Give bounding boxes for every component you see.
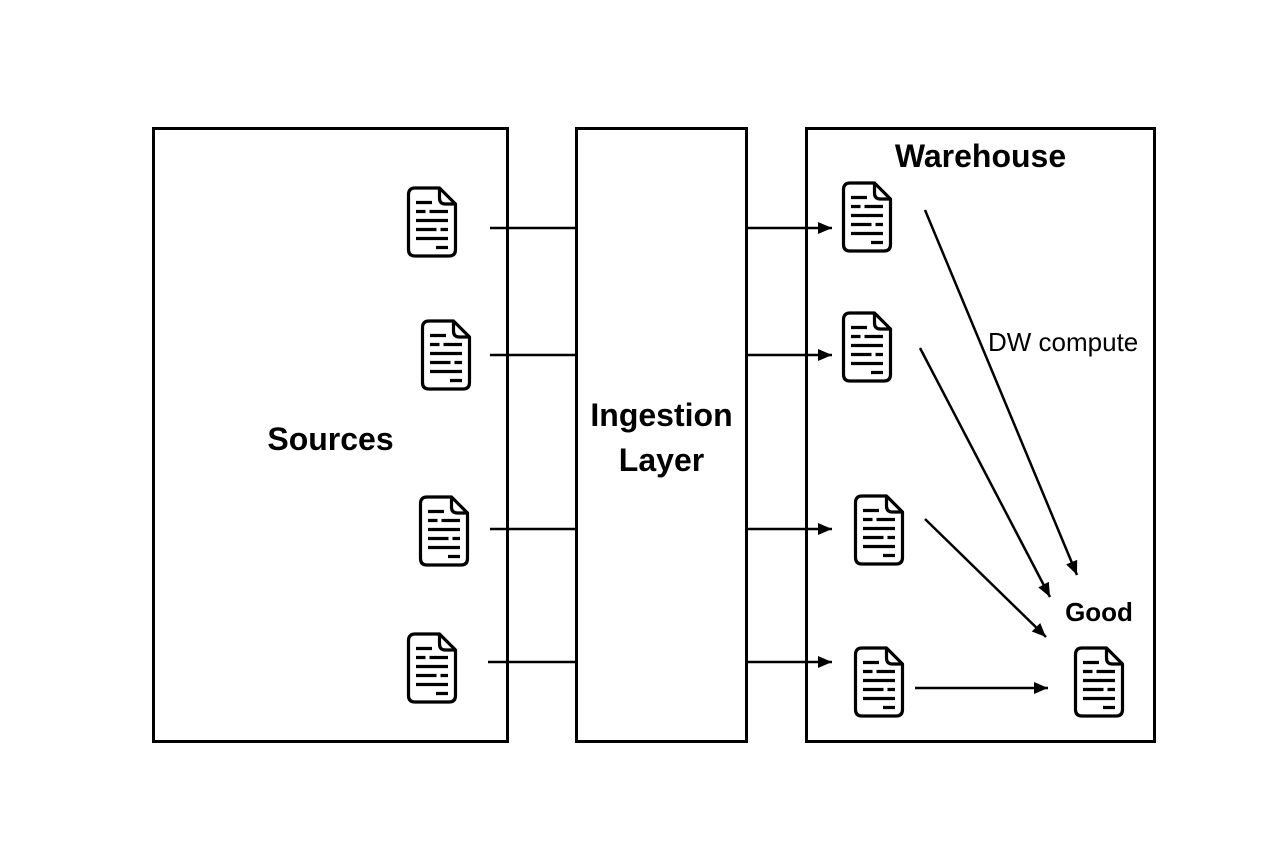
warehouse-box [805,127,1156,743]
ingestion-layer-label-line2: Layer [618,442,705,478]
good-label: Good [1065,597,1133,627]
ingestion-layer-label: Ingestion Layer [575,393,748,483]
ingestion-layer-box [575,127,748,743]
warehouse-label: Warehouse [894,138,1067,174]
ingestion-layer-label-line1: Ingestion [590,397,733,433]
sources-label: Sources [267,421,394,457]
dw-compute-label: DW compute [988,327,1139,357]
